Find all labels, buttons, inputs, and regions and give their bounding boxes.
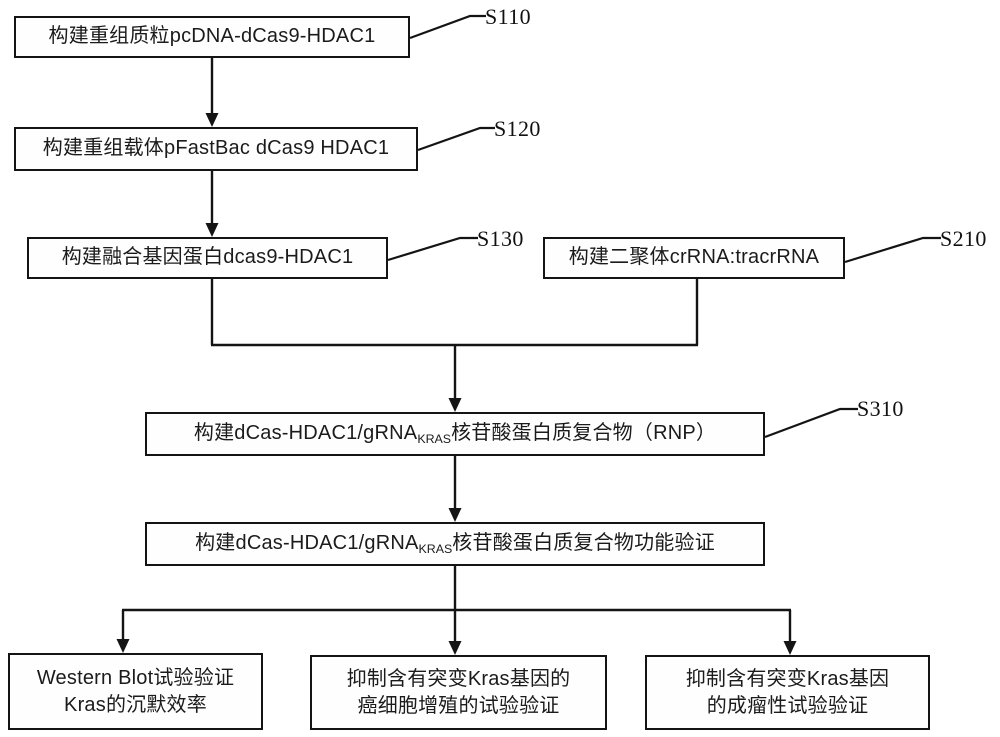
node-result-mid-line1: 抑制含有突变Kras基因的 (346, 667, 571, 690)
connector-verification-to-fanout (122, 566, 791, 612)
step-tag-s130: S130 (477, 226, 524, 251)
node-verification[interactable]: 构建dCas-HDAC1/gRNAKRAS核苷酸蛋白质复合物功能验证 (145, 522, 765, 566)
node-result-left-line1: Western Blot试验验证 (36, 666, 235, 689)
node-s120[interactable]: 构建重组载体pFastBac dCas9 HDAC1 (14, 127, 418, 171)
node-result-right-line1: 抑制含有突变Kras基因 (685, 667, 890, 690)
arrow-fanout-to-result-mid (448, 610, 462, 655)
node-s120-label: 构建重组载体pFastBac dCas9 HDAC1 (42, 137, 390, 160)
arrow-fanout-to-result-left (116, 610, 130, 653)
node-s310[interactable]: 构建dCas-HDAC1/gRNAKRAS核苷酸蛋白质复合物（RNP） (145, 412, 765, 456)
node-result-tumorigenicity[interactable]: 抑制含有突变Kras基因 的成瘤性试验验证 (645, 655, 930, 730)
node-s130-label: 构建融合基因蛋白dcas9-HDAC1 (61, 246, 354, 269)
node-s310-subscript: KRAS (417, 431, 452, 446)
node-result-mid-line2: 癌细胞增殖的试验验证 (357, 694, 560, 717)
node-s310-label-after: 核苷酸蛋白质复合物（RNP） (451, 422, 717, 445)
arrow-s120-to-s130 (205, 170, 219, 237)
node-verification-subscript: KRAS (418, 541, 453, 556)
node-s210-label: 构建二聚体crRNA:tracrRNA (568, 246, 820, 269)
leader-line-s110 (409, 14, 486, 40)
step-tag-s210: S210 (940, 226, 987, 251)
step-tag-s110: S110 (485, 4, 532, 29)
node-result-left-line2: Kras的沉默效率 (64, 693, 207, 716)
node-s210[interactable]: 构建二聚体crRNA:tracrRNA (543, 237, 845, 279)
node-s110[interactable]: 构建重组质粒pcDNA-dCas9-HDAC1 (14, 16, 410, 58)
leader-line-s210 (844, 236, 941, 264)
node-verification-label-after: 核苷酸蛋白质复合物功能验证 (452, 532, 715, 555)
leader-line-s120 (417, 126, 495, 152)
arrow-fanout-to-result-right (783, 610, 797, 655)
node-verification-label-before: 构建dCas-HDAC1/gRNA (195, 532, 419, 555)
node-s130[interactable]: 构建融合基因蛋白dcas9-HDAC1 (27, 237, 388, 279)
arrow-s110-to-s120 (205, 57, 219, 127)
node-result-proliferation[interactable]: 抑制含有突变Kras基因的 癌细胞增殖的试验验证 (310, 655, 607, 730)
step-tag-s120: S120 (494, 116, 541, 141)
node-s310-label-before: 构建dCas-HDAC1/gRNA (193, 422, 418, 445)
arrow-bus-to-s310 (448, 345, 462, 412)
leader-line-s310 (764, 407, 858, 439)
leader-line-s130 (387, 236, 478, 262)
step-tag-s310: S310 (857, 396, 904, 421)
arrow-s310-to-verification (448, 455, 462, 522)
node-result-western-blot[interactable]: Western Blot试验验证 Kras的沉默效率 (8, 653, 263, 730)
node-result-right-line2: 的成瘤性试验验证 (706, 694, 869, 717)
node-s110-label: 构建重组质粒pcDNA-dCas9-HDAC1 (48, 25, 376, 48)
